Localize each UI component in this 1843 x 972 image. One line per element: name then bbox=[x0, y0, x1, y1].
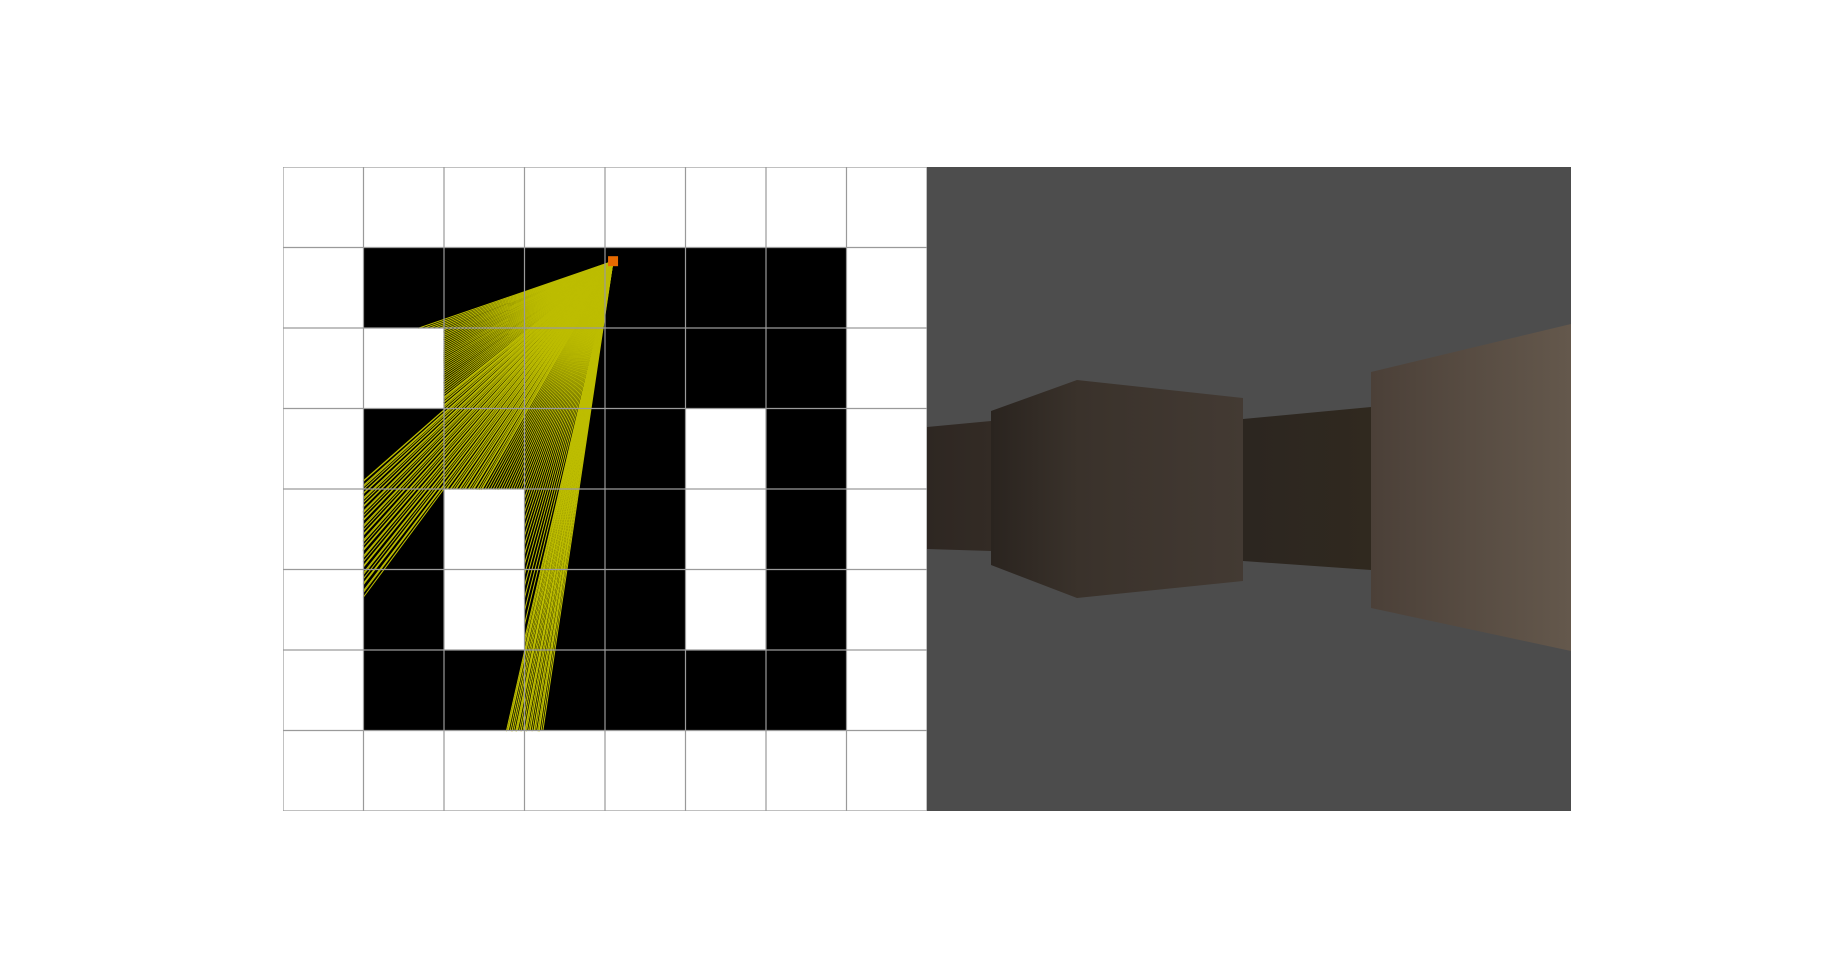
ray bbox=[362, 260, 614, 528]
map-wall-cell bbox=[846, 650, 927, 731]
map-floor-cell bbox=[605, 408, 686, 489]
wall-segment-center-right bbox=[1243, 407, 1371, 570]
map-wall-cell bbox=[363, 730, 444, 811]
ray bbox=[464, 260, 614, 490]
map-wall-cell bbox=[363, 167, 444, 248]
first-person-view bbox=[927, 167, 1571, 811]
map-floor-cell bbox=[766, 569, 847, 650]
map-wall-cell bbox=[766, 730, 847, 811]
ray bbox=[362, 260, 614, 576]
map-floor-cell bbox=[685, 247, 766, 328]
map-wall-cell bbox=[283, 569, 364, 650]
ray bbox=[362, 260, 614, 482]
wall-segment-left bbox=[927, 421, 991, 551]
ray bbox=[523, 261, 614, 626]
map-floor-cell bbox=[766, 489, 847, 570]
map-wall-cell bbox=[766, 167, 847, 248]
map-wall-cell bbox=[605, 730, 686, 811]
ray bbox=[362, 260, 614, 521]
map-wall-cell bbox=[846, 569, 927, 650]
map-wall-cell bbox=[363, 328, 444, 409]
map-wall-cell bbox=[846, 408, 927, 489]
ray bbox=[362, 260, 614, 567]
map-wall-cell bbox=[524, 167, 605, 248]
ray-group bbox=[362, 260, 614, 732]
ray bbox=[523, 261, 614, 587]
ray bbox=[523, 261, 614, 612]
ray bbox=[362, 260, 614, 559]
map-wall-cell bbox=[283, 408, 364, 489]
map-canvas bbox=[283, 167, 927, 811]
map-wall-cell bbox=[444, 569, 525, 650]
map-wall-cell bbox=[846, 328, 927, 409]
map-wall-cell bbox=[846, 247, 927, 328]
map-floor-cell bbox=[605, 569, 686, 650]
ray bbox=[362, 260, 614, 488]
map-floor-cell bbox=[363, 247, 444, 328]
ray bbox=[480, 260, 614, 491]
map-wall-cell bbox=[444, 167, 525, 248]
ray bbox=[362, 260, 614, 514]
map-floor-cell bbox=[685, 650, 766, 731]
map-wall-cell bbox=[283, 489, 364, 570]
map-wall-cell bbox=[685, 167, 766, 248]
ray bbox=[362, 260, 614, 593]
map-floor-cell bbox=[766, 247, 847, 328]
ray bbox=[459, 260, 614, 490]
map-wall-cell bbox=[283, 650, 364, 731]
player-marker bbox=[608, 256, 619, 267]
map-floor-cell bbox=[605, 328, 686, 409]
map-floor-cell bbox=[766, 408, 847, 489]
map-floor-cell bbox=[363, 569, 444, 650]
ray bbox=[445, 260, 614, 490]
ray bbox=[362, 260, 614, 584]
map-wall-cell bbox=[283, 730, 364, 811]
wall-segment-center-left bbox=[991, 380, 1243, 598]
map-floor-cell bbox=[363, 650, 444, 731]
map-floor-cell bbox=[605, 650, 686, 731]
map-wall-cell bbox=[685, 408, 766, 489]
ray bbox=[450, 260, 614, 490]
map-wall-cell bbox=[283, 167, 364, 248]
map-wall-cell bbox=[283, 328, 364, 409]
ray bbox=[468, 260, 614, 490]
ray bbox=[472, 260, 614, 490]
ray bbox=[455, 260, 614, 490]
map-wall-cell bbox=[444, 489, 525, 570]
ray bbox=[362, 260, 614, 507]
ray bbox=[443, 260, 614, 407]
map-wall-cell bbox=[846, 489, 927, 570]
raycaster-stage bbox=[283, 167, 1571, 811]
map-wall-cell bbox=[444, 730, 525, 811]
ray bbox=[362, 260, 614, 551]
ray bbox=[363, 260, 614, 500]
map-wall-cell bbox=[283, 247, 364, 328]
map-wall-cell bbox=[524, 730, 605, 811]
scene-canvas bbox=[927, 167, 1571, 811]
top-down-map bbox=[283, 167, 927, 811]
map-wall-cell bbox=[685, 489, 766, 570]
wall-segment-right bbox=[1371, 324, 1571, 651]
map-wall-cell bbox=[685, 730, 766, 811]
ray bbox=[523, 261, 614, 599]
map-floor-cell bbox=[766, 328, 847, 409]
ray bbox=[542, 261, 614, 732]
ray bbox=[362, 260, 614, 494]
map-floor-cell bbox=[605, 247, 686, 328]
map-wall-cell bbox=[846, 730, 927, 811]
ray bbox=[476, 260, 614, 490]
ray bbox=[362, 260, 614, 543]
map-wall-cell bbox=[846, 167, 927, 248]
map-floor-cell bbox=[766, 650, 847, 731]
map-floor-cell bbox=[685, 328, 766, 409]
map-wall-cell bbox=[605, 167, 686, 248]
map-floor-cell bbox=[605, 489, 686, 570]
map-wall-cell bbox=[685, 569, 766, 650]
